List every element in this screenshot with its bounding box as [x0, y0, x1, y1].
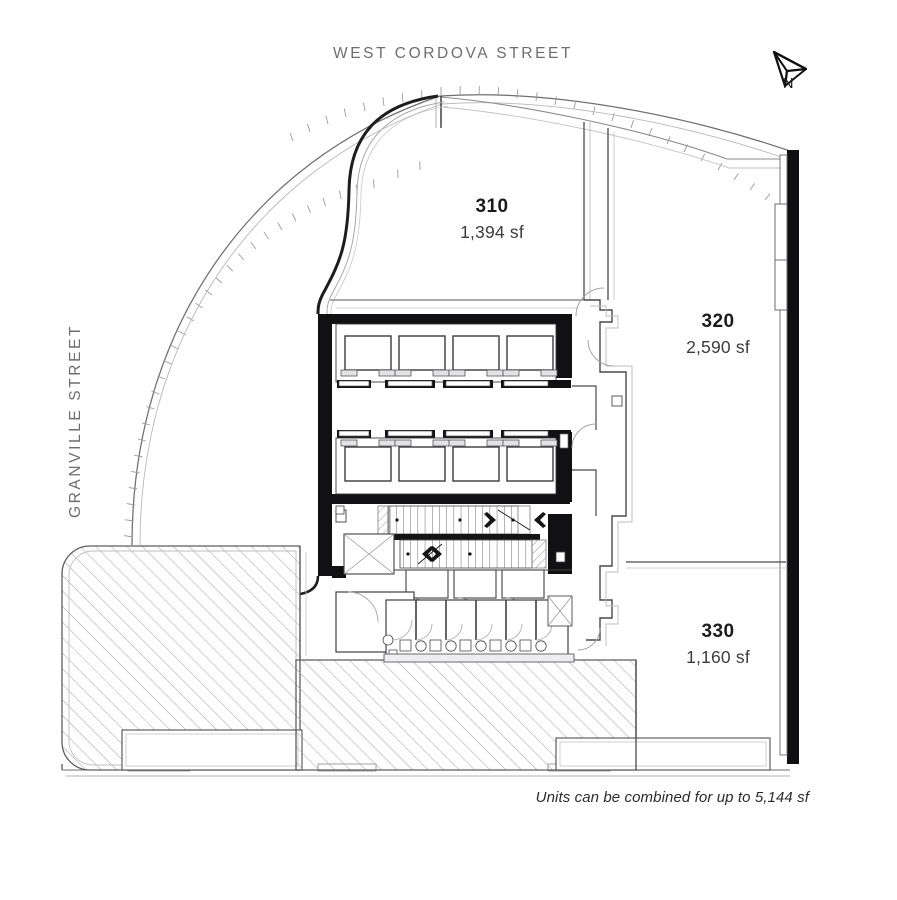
- demising-wall: [571, 128, 786, 770]
- elevator-bank-south: [335, 430, 571, 495]
- unit-330-area: 1,160 sf: [686, 647, 750, 667]
- plumbing-fixture-icon: [382, 634, 547, 658]
- door-swing-icon: [571, 287, 615, 651]
- east-exterior-wall: [774, 150, 799, 764]
- unit-310-boundary: [316, 94, 591, 315]
- unit-330-number: 330: [701, 621, 735, 642]
- combined-area-note: Units can be combined for up to 5,144 sf: [535, 789, 809, 806]
- building-envelope: [435, 96, 793, 169]
- street-label-west: GRANVILLE STREET: [67, 323, 85, 519]
- property-line-ticks: [124, 85, 785, 538]
- unit-label-310[interactable]: 310 1,394 sf: [432, 196, 552, 243]
- north-arrow-label: N: [783, 76, 794, 92]
- unit-310-area: 1,394 sf: [460, 222, 524, 242]
- elevator-bank-north: [335, 323, 571, 388]
- stair-direction-arrow-icon: [422, 512, 546, 562]
- north-arrow-icon: [772, 50, 808, 88]
- stairs: [377, 505, 547, 569]
- unit-320-number: 320: [701, 311, 735, 332]
- hatched-excluded-area: [61, 545, 771, 771]
- west-wall-lower: [299, 546, 320, 660]
- washroom-stall-partitions: [415, 600, 537, 640]
- unit-310-number: 310: [475, 196, 509, 217]
- unit-label-330[interactable]: 330 1,160 sf: [648, 621, 788, 668]
- unit-label-320[interactable]: 320 2,590 sf: [648, 311, 788, 358]
- property-line: [124, 85, 794, 546]
- unit-320-area: 2,590 sf: [686, 337, 750, 357]
- street-label-north: WEST CORDOVA STREET: [333, 45, 574, 62]
- structural-columns: [559, 395, 623, 449]
- corridor-and-washrooms: [335, 505, 575, 663]
